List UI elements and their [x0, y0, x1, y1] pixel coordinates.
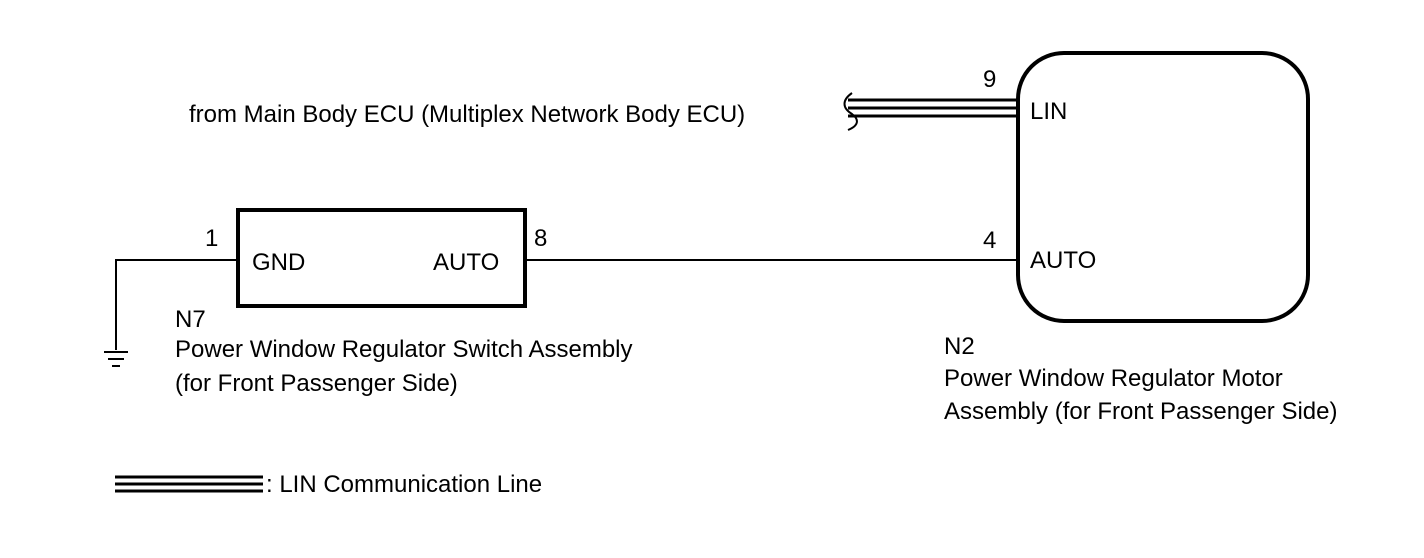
switch-pin-auto-label: AUTO — [433, 249, 499, 276]
motor-assembly-name-line2: Assembly (for Front Passenger Side) — [944, 398, 1337, 425]
ground-symbol-icon — [104, 351, 128, 367]
motor-assembly-code: N2 — [944, 333, 975, 360]
motor-assembly-box — [1016, 51, 1310, 323]
switch-pin-auto-number: 8 — [534, 225, 547, 252]
ground-wire — [115, 259, 238, 350]
motor-pin-auto-number: 4 — [983, 227, 996, 254]
legend-lin-line-symbol — [115, 475, 263, 493]
switch-pin-gnd-label: GND — [252, 249, 305, 276]
motor-pin-auto-label: AUTO — [1030, 247, 1096, 274]
lin-communication-wire — [848, 98, 1018, 118]
legend-lin-line-label: : LIN Communication Line — [266, 471, 542, 498]
switch-assembly-box — [236, 208, 527, 308]
wire-break-mark — [843, 92, 858, 131]
switch-assembly-name-line1: Power Window Regulator Switch Assembly — [175, 336, 633, 363]
motor-pin-lin-number: 9 — [983, 66, 996, 93]
switch-assembly-name-line2: (for Front Passenger Side) — [175, 370, 458, 397]
motor-assembly-name-line1: Power Window Regulator Motor — [944, 365, 1283, 392]
motor-pin-lin-label: LIN — [1030, 98, 1067, 125]
switch-pin-gnd-number: 1 — [205, 225, 218, 252]
switch-assembly-code: N7 — [175, 306, 206, 333]
source-ecu-label: from Main Body ECU (Multiplex Network Bo… — [189, 101, 745, 128]
